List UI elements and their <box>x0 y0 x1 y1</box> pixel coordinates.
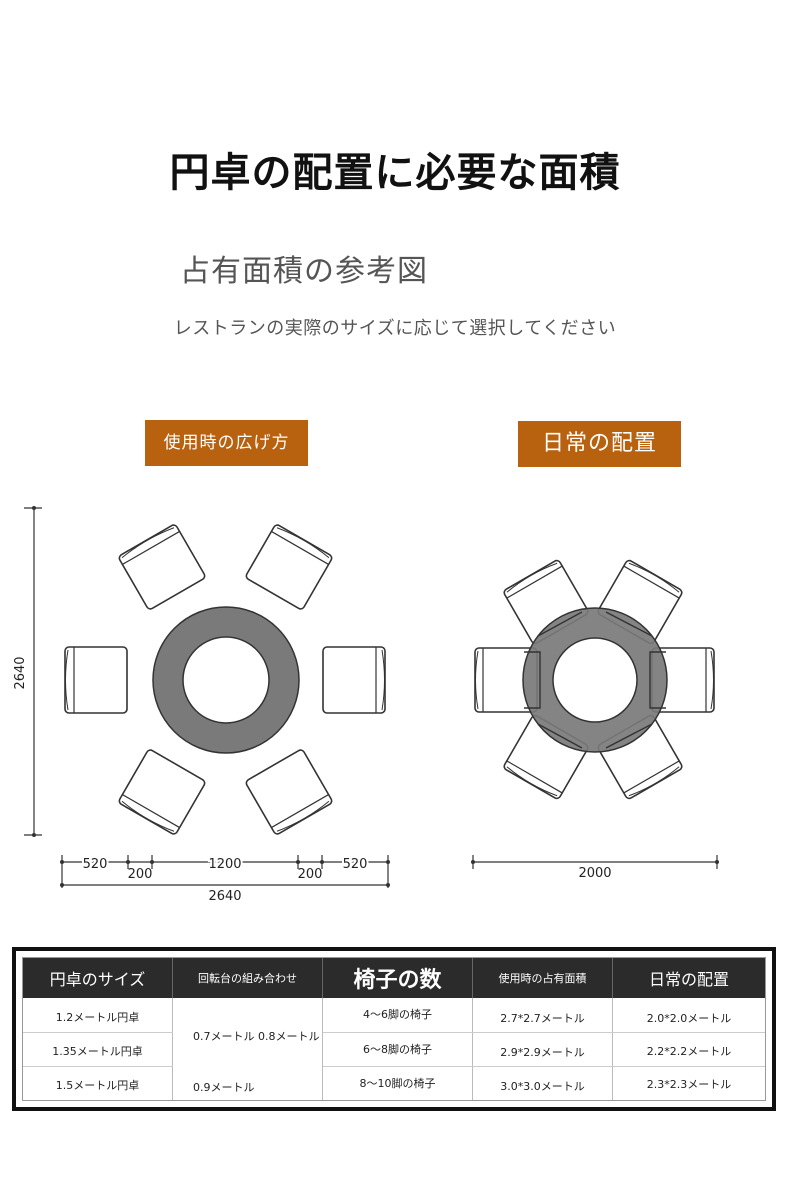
selection-note: レストランの実際のサイズに応じて選択してください <box>173 318 617 339</box>
header-chairs: 椅子の数 <box>323 958 473 998</box>
header-turntable: 回転台の組み合わせ <box>173 958 323 998</box>
turntable <box>182 636 270 724</box>
table-cell: 1.2メートル円卓 <box>55 1011 140 1024</box>
table-cell: 2.7*2.7メートル <box>500 1012 585 1025</box>
badge-daily: 日常の配置 <box>518 421 681 467</box>
chair <box>117 747 207 837</box>
col-turntable: 0.7メートル 0.8メートル 0.9メートル <box>173 998 323 1100</box>
seg-label: 200 <box>298 867 323 882</box>
row-divider <box>23 1032 173 1033</box>
page-subtitle: 占有面積の参考図 <box>180 254 428 289</box>
header-size: 円卓のサイズ <box>23 958 173 998</box>
table-cell: 2.3*2.3メートル <box>646 1078 732 1091</box>
row-divider <box>323 1032 765 1033</box>
size-table: 円卓のサイズ 回転台の組み合わせ 椅子の数 使用時の占有面積 日常の配置 1.2… <box>12 947 776 1111</box>
in-use-layout <box>64 522 386 837</box>
col-daily: 2.0*2.0メートル 2.2*2.2メートル 2.3*2.3メートル <box>613 998 765 1100</box>
table-cell: 2.2*2.2メートル <box>646 1045 732 1058</box>
col-chairs: 4〜6脚の椅子 6〜8脚の椅子 8〜10脚の椅子 <box>323 998 473 1100</box>
table-cell: 1.35メートル円卓 <box>52 1045 143 1058</box>
badge-in-use: 使用時の広げ方 <box>145 420 308 466</box>
total-width-label: 2000 <box>578 866 611 881</box>
layout-diagram: 2640 520 200 1200 200 520 2640 <box>13 506 719 904</box>
table-cell: 0.7メートル 0.8メートル <box>193 1030 320 1043</box>
chair <box>244 747 334 837</box>
header-daily: 日常の配置 <box>648 970 729 989</box>
table-cell: 3.0*3.0メートル <box>500 1080 585 1093</box>
table-cell: 1.5メートル円卓 <box>55 1079 140 1092</box>
daily-layout <box>474 558 715 801</box>
chair <box>244 522 334 612</box>
table-header: 円卓のサイズ 回転台の組み合わせ 椅子の数 使用時の占有面積 日常の配置 <box>23 958 765 998</box>
left-height-dimension: 2640 <box>13 506 42 837</box>
col-in-use-area: 2.7*2.7メートル 2.9*2.9メートル 3.0*3.0メートル <box>473 998 613 1100</box>
seg-label: 1200 <box>208 857 241 872</box>
table-cell: 6〜8脚の椅子 <box>363 1043 432 1056</box>
seg-label: 200 <box>128 867 153 882</box>
size-table-inner: 円卓のサイズ 回転台の組み合わせ 椅子の数 使用時の占有面積 日常の配置 1.2… <box>22 957 766 1101</box>
turntable <box>552 637 638 723</box>
table-cell: 2.9*2.9メートル <box>500 1046 585 1059</box>
seg-label: 520 <box>343 857 368 872</box>
total-width-label: 2640 <box>208 889 241 904</box>
chair <box>322 646 386 714</box>
table-cell: 4〜6脚の椅子 <box>363 1008 432 1021</box>
left-width-dimensions: 520 200 1200 200 520 2640 <box>60 855 390 904</box>
col-size: 1.2メートル円卓 1.35メートル円卓 1.5メートル円卓 <box>23 998 173 1100</box>
height-label: 2640 <box>13 656 28 689</box>
row-divider <box>323 1066 765 1067</box>
row-divider <box>23 1066 173 1067</box>
seg-label: 520 <box>83 857 108 872</box>
chair <box>117 522 207 612</box>
header-in-use-area: 使用時の占有面積 <box>473 958 613 998</box>
right-width-dimension: 2000 <box>471 855 719 881</box>
chair <box>64 646 128 714</box>
page-title: 円卓の配置に必要な面積 <box>169 150 621 196</box>
table-cell: 0.9メートル <box>193 1081 255 1094</box>
table-cell: 2.0*2.0メートル <box>646 1012 732 1025</box>
table-cell: 8〜10脚の椅子 <box>359 1077 436 1090</box>
